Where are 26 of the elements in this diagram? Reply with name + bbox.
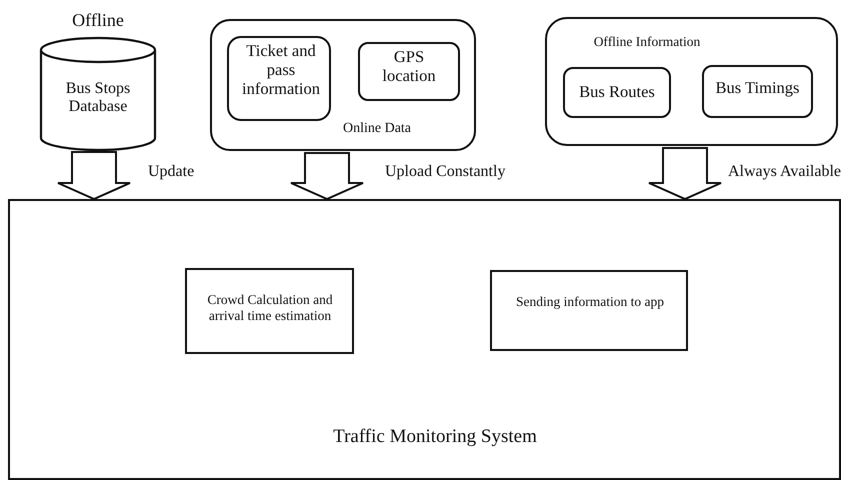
group-box xyxy=(210,19,476,151)
node-label: Online Data xyxy=(342,121,412,138)
node-label: Ticket and pass information xyxy=(241,42,321,99)
node-label: Bus Timings xyxy=(714,79,800,98)
node-label: Traffic Monitoring System xyxy=(332,426,538,448)
group-box xyxy=(545,17,838,146)
process-box xyxy=(227,36,331,121)
node-label: GPS location xyxy=(381,48,437,86)
edge-label: Always Available xyxy=(728,163,841,182)
node-label: Bus Stops Database xyxy=(64,80,132,117)
block-arrow xyxy=(290,152,364,200)
node-label: Offline Information xyxy=(592,34,702,50)
process-box xyxy=(185,268,354,354)
process-box xyxy=(490,270,688,351)
node-label: Bus Routes xyxy=(578,83,656,102)
system-box xyxy=(8,199,841,480)
process-box xyxy=(563,67,671,118)
process-box xyxy=(358,42,460,101)
process-box xyxy=(702,65,813,118)
heading-label: Offline xyxy=(71,10,125,31)
edge-label: Update xyxy=(148,163,194,182)
edge-label: Upload Constantly xyxy=(385,163,506,182)
block-arrow xyxy=(57,151,131,200)
node-label: Sending information to app xyxy=(514,294,666,310)
block-arrow xyxy=(648,147,722,200)
node-label: Crowd Calculation and arrival time estimation xyxy=(206,292,334,324)
